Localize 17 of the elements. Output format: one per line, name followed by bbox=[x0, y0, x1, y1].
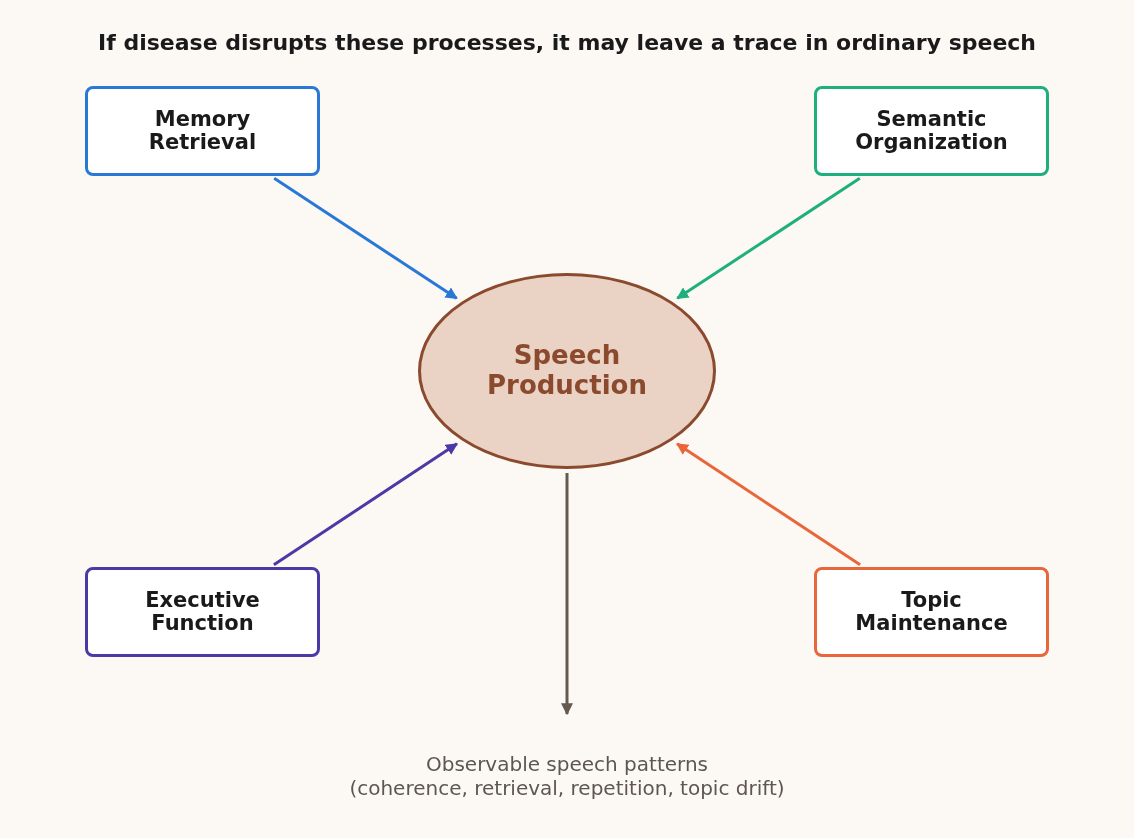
arrow bbox=[676, 442, 861, 567]
arrow bbox=[273, 442, 458, 567]
process-box bbox=[814, 567, 1049, 657]
arrow bbox=[561, 473, 573, 716]
node-label: Semantic Organization bbox=[854, 107, 1009, 155]
process-box bbox=[814, 86, 1049, 176]
node-label: (coherence, retrieval, repetition, topic drift) bbox=[349, 776, 785, 800]
process-box bbox=[85, 567, 320, 657]
process-box bbox=[85, 86, 320, 176]
node-label: Memory Retrieval bbox=[147, 107, 258, 155]
node-label: Executive Function bbox=[144, 588, 261, 636]
node-label: Topic Maintenance bbox=[854, 588, 1009, 636]
arrow bbox=[273, 176, 458, 300]
node-label: Speech Production bbox=[486, 341, 648, 401]
node-label: Observable speech patterns bbox=[425, 752, 709, 776]
arrow bbox=[676, 176, 861, 300]
diagram-title: If disease disrupts these processes, it may leave a trace in ordinary speech bbox=[96, 29, 1038, 57]
